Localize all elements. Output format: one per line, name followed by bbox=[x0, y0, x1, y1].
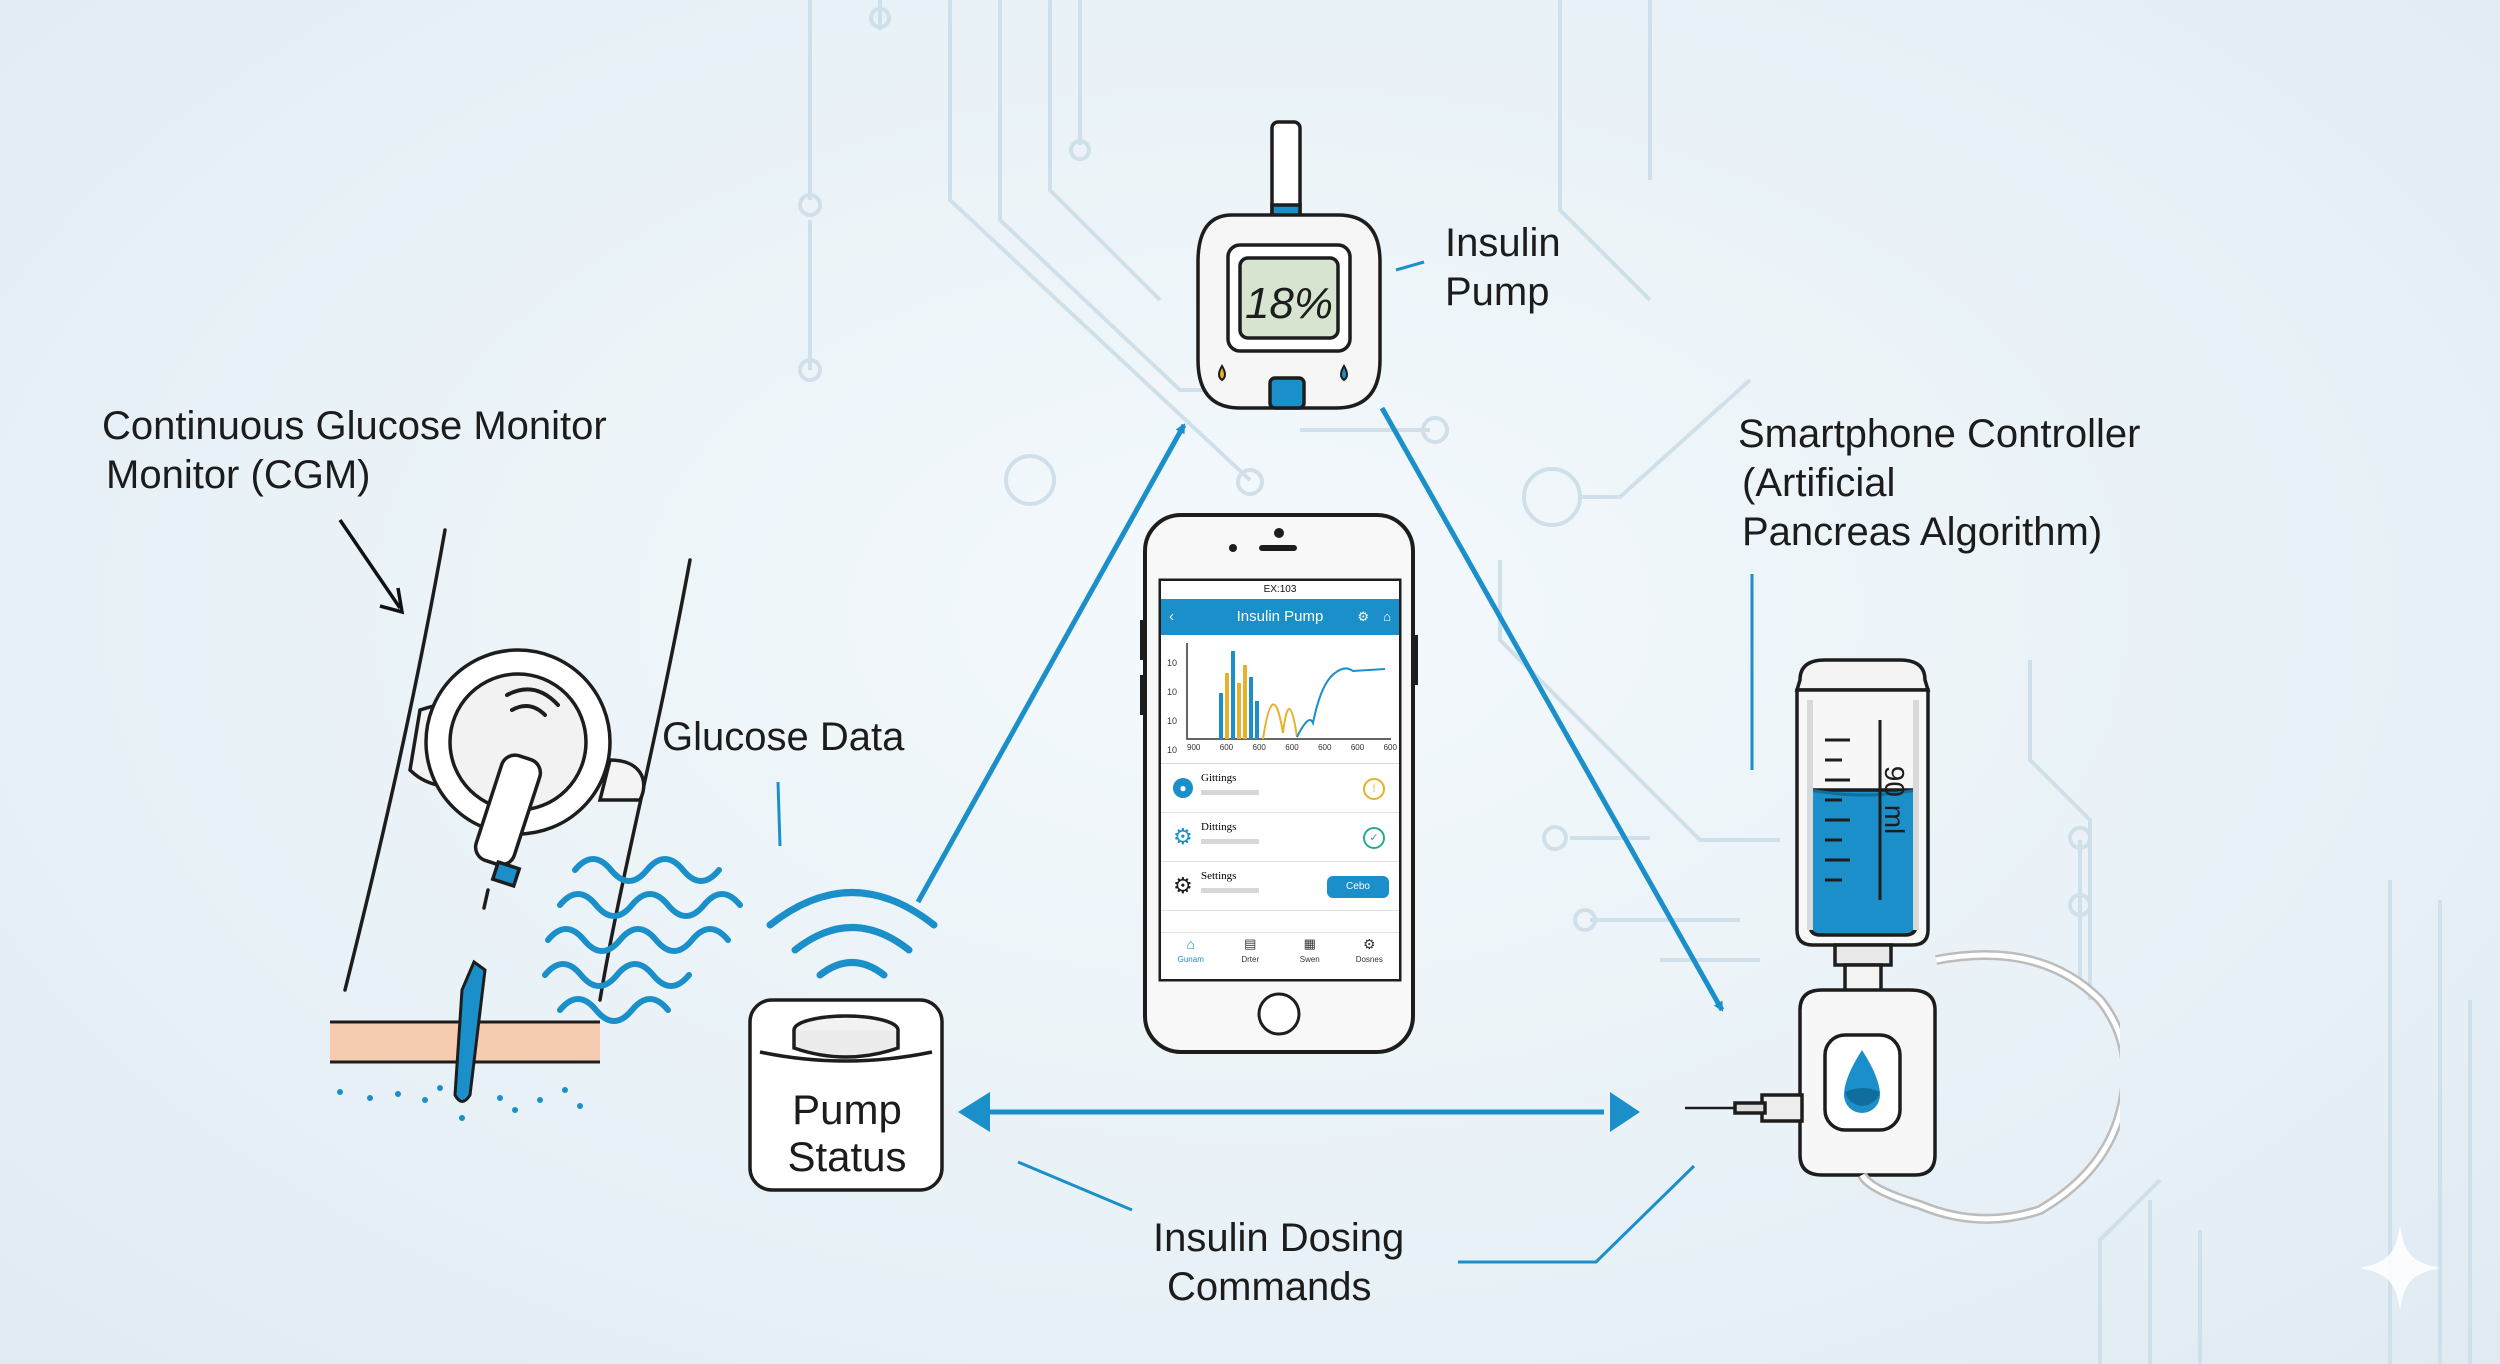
x-tick-label: 600 bbox=[1285, 743, 1299, 752]
gear-icon: ⚙ bbox=[1362, 936, 1376, 952]
x-tick-label: 900 bbox=[1187, 743, 1201, 752]
label-cgm-line1: Continuous Glucose Monitor bbox=[102, 404, 607, 448]
gear-icon: ⚙ bbox=[1173, 824, 1193, 849]
label-cgm-line2: Monitor (CGM) bbox=[106, 453, 371, 497]
label-phonectl-line2: (Artificial bbox=[1742, 461, 1896, 505]
phone-status-bar: EX:103 bbox=[1161, 581, 1399, 599]
chart-x-tick-labels: 900 600 600 600 600 600 600 bbox=[1187, 743, 1397, 752]
status-bar-time: EX:103 bbox=[1263, 584, 1297, 595]
chart-plot bbox=[1186, 643, 1391, 740]
check-circle-icon: ✓ bbox=[1363, 827, 1385, 849]
leader-lines bbox=[1017, 260, 1754, 1264]
pump-status-device bbox=[748, 998, 944, 1192]
list-item-gittings[interactable]: ● Gittings ! bbox=[1161, 764, 1399, 813]
chart-line-blue bbox=[1296, 667, 1386, 738]
phone-screen: EX:103 ‹ Insulin Pump ⚙ ⌂ 10 10 10 10 bbox=[1161, 581, 1399, 979]
label-status-line2: Status bbox=[787, 1133, 907, 1180]
label-phonectl-line1: Smartphone Controller bbox=[1738, 412, 2141, 456]
home-icon[interactable]: ⌂ bbox=[1383, 609, 1391, 624]
settings-icon[interactable]: ⚙ bbox=[1357, 609, 1369, 624]
nav-item-gunam[interactable]: ⌂ Gunam bbox=[1161, 933, 1221, 979]
insulin-pump-device: 90 ml bbox=[1685, 658, 2120, 1224]
label-dosing-line1: Insulin Dosing bbox=[1153, 1216, 1405, 1260]
list-item-dittings[interactable]: ⚙ Dittings ✓ bbox=[1161, 813, 1399, 862]
y-tick-label: 10 bbox=[1167, 716, 1178, 726]
back-chevron-icon[interactable]: ‹ bbox=[1169, 608, 1174, 625]
glucose-data-leader bbox=[776, 781, 782, 847]
nav-label: Dosnes bbox=[1355, 955, 1383, 964]
label-cgm: Continuous Glucose Monitor Monitor (CGM) bbox=[102, 402, 607, 500]
y-tick-label: 10 bbox=[1167, 687, 1178, 697]
list-item-placeholder-bar bbox=[1201, 888, 1259, 893]
data-flow-arrows bbox=[915, 406, 1725, 1132]
label-glucose-data: Glucose Data bbox=[662, 715, 905, 759]
calendar-icon: ▤ bbox=[1244, 936, 1257, 951]
arrow-pump-to-meter bbox=[915, 423, 1187, 904]
nav-item-swen[interactable]: ▦ Swen bbox=[1280, 933, 1340, 979]
settings-action-button[interactable]: Cebo bbox=[1327, 876, 1389, 898]
nav-label: Gunam bbox=[1177, 955, 1204, 964]
label-meter-line1: Insulin bbox=[1445, 221, 1561, 265]
label-phonectl-line3: Pancreas Algorithm) bbox=[1742, 510, 2103, 554]
skin-cross-section bbox=[330, 959, 600, 1121]
glucose-chart: 10 10 10 10 900 600 600 600 600 bbox=[1161, 635, 1399, 763]
list-item-placeholder-bar bbox=[1201, 839, 1259, 844]
app-header: ‹ Insulin Pump ⚙ ⌂ bbox=[1161, 599, 1399, 635]
label-insulin-pump-meter: Insulin Pump bbox=[1445, 219, 1561, 317]
label-pump-status: Pump Status bbox=[752, 1086, 942, 1180]
bottom-nav: ⌂ Gunam ▤ Drter ▦ Swen ⚙ Dosnes bbox=[1161, 932, 1399, 979]
sparkle-icon bbox=[2360, 1225, 2440, 1310]
glucose-signal-waves bbox=[542, 856, 743, 1024]
glucose-meter-device: 18% bbox=[1196, 120, 1382, 410]
list-item-placeholder-bar bbox=[1201, 790, 1259, 795]
label-status-line1: Pump bbox=[792, 1086, 902, 1133]
label-insulin-dosing-commands: Insulin Dosing Commands bbox=[1153, 1214, 1404, 1312]
list-item-label: Dittings bbox=[1201, 821, 1237, 833]
chart-bars bbox=[1219, 651, 1259, 739]
chart-line-yellow bbox=[1262, 703, 1298, 740]
meter-reading: 18% bbox=[1245, 279, 1333, 328]
label-dosing-line2: Commands bbox=[1167, 1265, 1372, 1309]
nav-item-drter[interactable]: ▤ Drter bbox=[1221, 933, 1281, 979]
list-item-label: Settings bbox=[1201, 870, 1237, 882]
x-tick-label: 600 bbox=[1318, 743, 1332, 752]
chart-y-tick-labels: 10 10 10 10 bbox=[1167, 649, 1177, 765]
reservoir-marking: 90 ml bbox=[1879, 766, 1910, 834]
app-title: Insulin Pump bbox=[1236, 608, 1324, 625]
cgm-sensor-illustration bbox=[343, 528, 692, 1002]
alert-circle-icon: ! bbox=[1363, 778, 1385, 800]
phone-list: ● Gittings ! ⚙ Dittings ✓ ⚙ Settings Ceb… bbox=[1161, 763, 1399, 911]
label-meter-line2: Pump bbox=[1445, 270, 1550, 314]
y-tick-label: 10 bbox=[1167, 745, 1178, 755]
circuit-background bbox=[798, 0, 2472, 1364]
x-tick-label: 600 bbox=[1252, 743, 1266, 752]
y-tick-label: 10 bbox=[1167, 658, 1178, 668]
list-item-settings[interactable]: ⚙ Settings Cebo bbox=[1161, 862, 1399, 911]
x-tick-label: 600 bbox=[1350, 743, 1365, 752]
arrow-meter-to-pump bbox=[1379, 406, 1725, 1012]
cgm-pointer-arrow bbox=[338, 519, 405, 615]
nav-label: Swen bbox=[1299, 955, 1320, 964]
x-tick-label: 600 bbox=[1383, 743, 1397, 752]
list-item-label: Gittings bbox=[1201, 772, 1237, 784]
x-tick-label: 600 bbox=[1219, 743, 1234, 752]
gear-icon: ⚙ bbox=[1173, 873, 1193, 898]
label-smartphone-controller: Smartphone Controller (Artificial Pancre… bbox=[1738, 410, 2140, 557]
reservoir-scale bbox=[1825, 720, 1882, 900]
nav-label: Drter bbox=[1241, 955, 1260, 964]
nav-item-dosnes[interactable]: ⚙ Dosnes bbox=[1340, 933, 1400, 979]
home-icon: ⌂ bbox=[1186, 936, 1195, 952]
wifi-icon bbox=[766, 889, 938, 979]
chart-icon: ▦ bbox=[1303, 936, 1316, 951]
drop-icon: ● bbox=[1173, 778, 1193, 798]
